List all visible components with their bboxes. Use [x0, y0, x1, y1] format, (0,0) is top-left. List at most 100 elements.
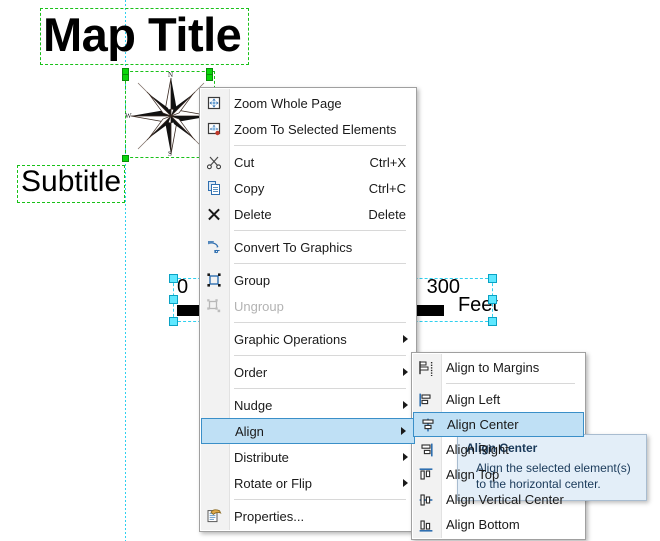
menu-item-align-top[interactable]: Align Top — [412, 462, 585, 487]
menu-item-align-bottom[interactable]: Align Bottom — [412, 512, 585, 537]
align-center-icon — [418, 415, 438, 435]
menu-item-label: Align Right — [446, 442, 509, 457]
align-to-margins-icon — [416, 358, 436, 378]
selection-handle[interactable] — [169, 295, 178, 304]
menu-item-zoom-whole-page[interactable]: Zoom Whole Page — [200, 90, 416, 116]
menu-item-nudge[interactable]: Nudge — [200, 392, 416, 418]
align-vertical-center-icon — [419, 493, 433, 506]
selection-handle[interactable] — [206, 68, 213, 75]
zoom-to-selected-icon — [204, 119, 224, 139]
selection-handle[interactable] — [169, 274, 178, 283]
menu-separator — [234, 230, 406, 231]
scalebar-units-label: Feet — [457, 294, 498, 316]
menu-item-label: Copy — [234, 180, 265, 196]
align-left-icon — [419, 393, 431, 406]
menu-item-label: Zoom Whole Page — [234, 95, 342, 111]
zoom-whole-page-icon — [207, 96, 221, 110]
menu-item-label: Align Center — [447, 417, 519, 432]
copy-icon — [208, 181, 220, 195]
align-right-icon — [421, 443, 433, 456]
menu-item-align-center[interactable]: Align Center — [413, 412, 584, 437]
tooltip-body: Align the selected element(s) to the hor… — [476, 461, 631, 492]
scalebar-start-label: 0 — [177, 276, 189, 298]
copy-icon — [204, 178, 224, 198]
vertical-guide[interactable] — [125, 0, 126, 541]
menu-item-rotate-or-flip[interactable]: Rotate or Flip — [200, 470, 416, 496]
menu-item-order[interactable]: Order — [200, 359, 416, 385]
menu-item-shortcut: Ctrl+X — [369, 154, 406, 170]
menu-item-label: Align Bottom — [446, 517, 520, 532]
north-arrow-label-w: W — [125, 112, 132, 120]
menu-item-zoom-to-selected-elements[interactable]: Zoom To Selected Elements — [200, 116, 416, 142]
menu-item-label: Order — [234, 364, 268, 380]
selection-handle[interactable] — [488, 317, 497, 326]
tooltip: Align Center Align the selected element(… — [457, 434, 647, 502]
align-right-icon — [416, 440, 436, 460]
menu-item-align-to-margins[interactable]: Align to Margins — [412, 355, 585, 380]
zoom-to-selected-icon — [207, 122, 221, 136]
menu-item-distribute[interactable]: Distribute — [200, 444, 416, 470]
menu-item-ungroup: Ungroup — [200, 293, 416, 319]
selection-handle[interactable] — [169, 317, 178, 326]
menu-item-shortcut: Ctrl+C — [368, 180, 406, 196]
north-arrow-label-s: S — [168, 150, 172, 158]
ungroup-icon — [204, 296, 224, 316]
menu-item-label: Rotate or Flip — [234, 475, 313, 491]
align-center-icon — [422, 418, 434, 431]
zoom-whole-page-icon — [204, 93, 224, 113]
scissors-icon — [206, 156, 222, 170]
tooltip-title: Align Center — [466, 441, 538, 455]
menu-item-group[interactable]: Group — [200, 267, 416, 293]
properties-icon — [207, 509, 222, 523]
convert-to-graphics-icon — [208, 241, 220, 254]
menu-separator — [234, 145, 406, 146]
menu-item-label: Align Top — [446, 467, 500, 482]
chevron-right-icon — [403, 335, 408, 343]
chevron-right-icon — [403, 401, 408, 409]
page-title: Map Title — [43, 8, 242, 61]
menu-item-label: Cut — [234, 154, 255, 170]
chevron-right-icon — [403, 453, 408, 461]
chevron-right-icon — [403, 368, 408, 376]
group-icon — [204, 270, 224, 290]
menu-item-graphic-operations[interactable]: Graphic Operations — [200, 326, 416, 352]
menu-item-copy[interactable]: Copy Ctrl+C — [200, 175, 416, 201]
group-icon — [207, 273, 221, 287]
selection-handle[interactable] — [488, 274, 497, 283]
menu-item-label: Group — [234, 272, 271, 288]
convert-to-graphics-icon — [204, 237, 224, 257]
menu-separator — [234, 355, 406, 356]
menu-item-label: Align Left — [446, 392, 501, 407]
delete-x-icon — [204, 204, 224, 224]
menu-item-align[interactable]: Align — [201, 418, 415, 444]
align-to-margins-icon — [419, 360, 433, 376]
menu-separator — [234, 322, 406, 323]
map-title-element[interactable]: Map Title — [40, 8, 249, 65]
selection-handle[interactable] — [488, 295, 497, 304]
menu-item-align-left[interactable]: Align Left — [412, 387, 585, 412]
menu-item-label: Align Vertical Center — [446, 492, 564, 507]
ungroup-icon — [207, 299, 221, 313]
align-top-icon — [416, 465, 436, 485]
menu-item-cut[interactable]: Cut Ctrl+X — [200, 149, 416, 175]
menu-item-label: Zoom To Selected Elements — [234, 121, 397, 137]
menu-item-align-vertical-center[interactable]: Align Vertical Center — [412, 487, 585, 512]
menu-item-label: Graphic Operations — [234, 331, 347, 347]
chevron-right-icon — [403, 479, 408, 487]
menu-item-convert-to-graphics[interactable]: Convert To Graphics — [200, 234, 416, 260]
selection-handle[interactable] — [122, 155, 129, 162]
menu-item-properties[interactable]: Properties... — [200, 503, 416, 529]
map-subtitle-element[interactable]: Subtitle — [17, 165, 125, 203]
delete-x-icon — [208, 208, 220, 221]
scalebar-end-label: 300 — [426, 276, 460, 298]
chevron-right-icon — [401, 427, 406, 435]
menu-item-label: Ungroup — [234, 298, 284, 314]
menu-item-align-right[interactable]: Align Right — [412, 437, 585, 462]
north-arrow-label-n: N — [168, 71, 174, 79]
selection-handle[interactable] — [122, 68, 129, 75]
menu-item-label: Distribute — [234, 449, 289, 465]
